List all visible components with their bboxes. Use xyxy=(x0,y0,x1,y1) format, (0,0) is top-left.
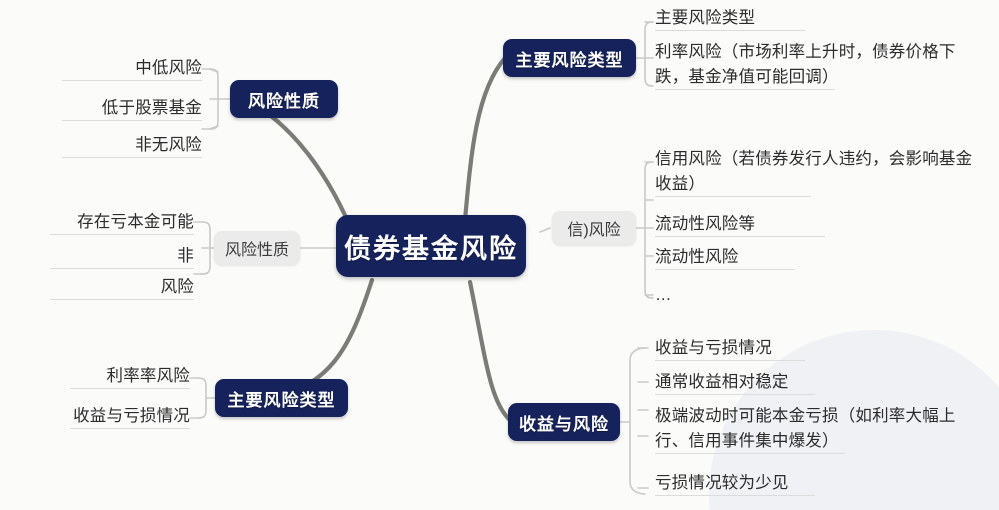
bracket-mrt-right-arms xyxy=(644,21,654,59)
leaf-item[interactable]: 低于股票基金 xyxy=(62,96,202,121)
branch-node-return-and-risk[interactable]: 收益与风险 xyxy=(508,403,620,441)
leaf-label: 利率率风险 xyxy=(106,367,190,385)
leaf-label: 收益与亏损情况 xyxy=(73,407,190,425)
bracket-return xyxy=(629,347,646,495)
leaf-item[interactable]: … xyxy=(655,283,775,308)
leaf-label: 极端波动时可能本金亏损（如利率大幅上行、信用事件集中爆发） xyxy=(655,407,956,450)
leaf-label: 非无风险 xyxy=(135,136,202,154)
trunk-root-to-return-risk xyxy=(467,279,515,425)
leaf-underline xyxy=(62,157,202,158)
bracket-rn-mid-arms xyxy=(193,221,211,275)
bracket-mrt-left-arms xyxy=(189,377,199,419)
leaf-item[interactable]: 收益与亏损情况 xyxy=(70,404,190,429)
leaf-underline xyxy=(70,428,190,429)
branch-label-risk-nature-top: 风险性质 xyxy=(248,91,320,111)
leaf-label: 亏损情况较为少见 xyxy=(655,474,789,492)
leaf-item[interactable]: 中低风险 xyxy=(62,56,202,81)
leaf-item[interactable]: 亏损情况较为少见 xyxy=(655,471,815,496)
leaf-label: 收益与亏损情况 xyxy=(655,339,772,357)
bracket-credit-arms xyxy=(644,161,654,296)
branch-label-main-risk-right: 主要风险类型 xyxy=(515,50,624,70)
leaf-item[interactable]: 利率风险（市场利率上升时，债券价格下跌，基金净值可能回调） xyxy=(655,40,985,90)
leaf-underline xyxy=(655,89,835,90)
branch-node-main-risk-left[interactable]: 主要风险类型 xyxy=(215,379,348,417)
leaf-label: 利率风险（市场利率上升时，债券价格下跌，基金净值可能回调） xyxy=(655,43,956,86)
leaf-underline xyxy=(655,30,805,31)
leaf-underline xyxy=(655,269,795,270)
leaf-underline xyxy=(62,120,202,121)
branch-label-main-risk-left: 主要风险类型 xyxy=(227,390,336,410)
link-root-to-credit-risk xyxy=(539,227,551,233)
bracket-credit xyxy=(644,161,654,299)
leaf-label: 主要风险类型 xyxy=(655,9,756,27)
leaf-label: 信用风险（若债券发行人违约，会影响基金收益） xyxy=(655,150,973,193)
leaf-underline xyxy=(62,80,202,81)
leaf-label: 非 xyxy=(177,247,194,265)
leaf-underline xyxy=(50,268,194,269)
leaf-item[interactable]: 通常收益相对稳定 xyxy=(655,370,815,395)
branch-node-credit-risk[interactable]: 信)风险 xyxy=(552,211,636,245)
root-node-label: 债券基金风险 xyxy=(344,233,518,264)
leaf-item[interactable]: 主要风险类型 xyxy=(655,6,805,31)
branch-node-risk-nature-top[interactable]: 风险性质 xyxy=(230,80,338,118)
bracket-mrt-right xyxy=(644,21,654,87)
leaf-item[interactable]: 流动性风险 xyxy=(655,245,795,270)
branch-label-risk-nature-mid: 风险性质 xyxy=(224,242,289,259)
leaf-label: 风险 xyxy=(160,278,194,296)
leaf-underline xyxy=(655,196,811,197)
leaf-item[interactable]: 存在亏本金可能 xyxy=(50,210,194,235)
leaf-label: 中低风险 xyxy=(135,59,202,77)
leaf-item[interactable]: 收益与亏损情况 xyxy=(655,336,805,361)
branch-node-main-risk-right[interactable]: 主要风险类型 xyxy=(503,39,636,77)
leaf-item[interactable]: 利率率风险 xyxy=(70,364,190,389)
leaf-item[interactable]: 流动性风险等 xyxy=(655,212,825,237)
leaf-underline xyxy=(655,453,845,454)
leaf-item[interactable]: 风险 xyxy=(50,275,194,300)
leaf-label: 流动性风险 xyxy=(655,248,739,266)
branch-label-return-and-risk: 收益与风险 xyxy=(519,414,609,434)
bracket-rn-top xyxy=(209,68,219,130)
bracket-return-arms xyxy=(637,347,649,489)
leaf-item[interactable]: 信用风险（若债券发行人违约，会影响基金收益） xyxy=(655,147,985,197)
branch-label-credit-risk: 信)风险 xyxy=(567,222,621,239)
leaf-underline xyxy=(655,495,815,496)
leaf-item[interactable]: 非 xyxy=(50,244,194,269)
leaf-item[interactable]: 极端波动时可能本金亏损（如利率大幅上行、信用事件集中爆发） xyxy=(655,404,975,454)
leaf-underline xyxy=(655,236,825,237)
leaf-label: … xyxy=(655,286,672,304)
branch-node-risk-nature-mid[interactable]: 风险性质 xyxy=(214,231,300,265)
leaf-underline xyxy=(50,234,194,235)
leaf-label: 存在亏本金可能 xyxy=(77,213,194,231)
leaf-label: 流动性风险等 xyxy=(655,215,756,233)
leaf-label: 低于股票基金 xyxy=(101,99,202,117)
leaf-underline xyxy=(655,394,815,395)
bracket-rn-top-tips xyxy=(209,68,219,130)
leaf-label: 通常收益相对稳定 xyxy=(655,373,789,391)
root-node[interactable]: 债券基金风险 xyxy=(336,215,526,277)
bracket-rn-top-arms xyxy=(201,68,219,130)
leaf-underline xyxy=(655,360,805,361)
bracket-rn-mid xyxy=(201,221,211,275)
leaf-item[interactable]: 非无风险 xyxy=(62,133,202,158)
leaf-underline xyxy=(50,299,194,300)
leaf-underline xyxy=(70,388,190,389)
bracket-mrt-left xyxy=(197,377,207,419)
